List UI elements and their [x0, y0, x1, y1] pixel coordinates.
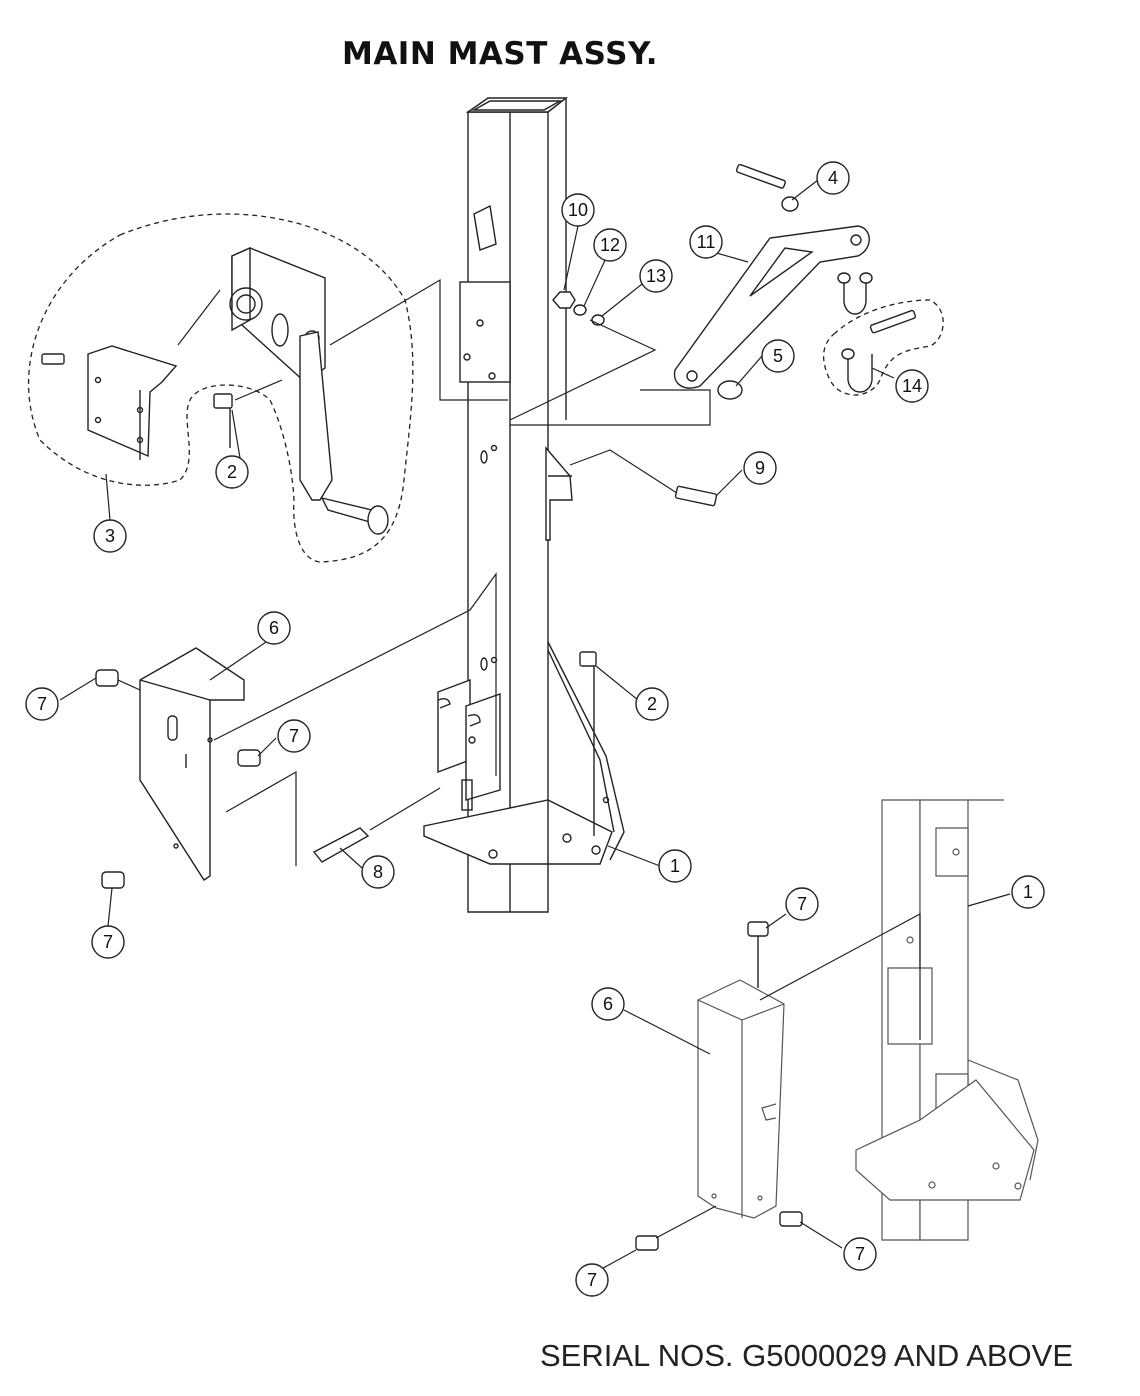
nut-washers	[552, 291, 605, 326]
callout-14: 14	[895, 369, 929, 403]
main-mast	[423, 97, 625, 913]
svg-text:8: 8	[373, 862, 383, 882]
guard-cover	[95, 572, 597, 889]
callout-4: 4	[816, 161, 850, 195]
link-arm	[509, 163, 944, 507]
svg-text:12: 12	[600, 235, 620, 255]
svg-text:7: 7	[37, 694, 47, 714]
callout-5: 5	[761, 339, 795, 373]
svg-text:7: 7	[797, 894, 807, 914]
callout-3: 3	[93, 519, 127, 553]
svg-text:7: 7	[289, 726, 299, 746]
winch-assembly	[28, 213, 508, 563]
diagram-title: MAIN MAST ASSY.	[341, 36, 659, 72]
svg-text:3: 3	[105, 526, 115, 546]
callout-2: 2	[635, 687, 669, 721]
callout-10: 10	[561, 193, 595, 227]
svg-text:6: 6	[269, 618, 279, 638]
callout-8: 8	[361, 855, 395, 889]
svg-text:5: 5	[773, 346, 783, 366]
callout-11: 11	[689, 225, 723, 259]
callout-7: 7	[91, 925, 125, 959]
svg-text:1: 1	[1023, 882, 1033, 902]
svg-text:7: 7	[855, 1244, 865, 1264]
callout-2: 2	[215, 455, 249, 489]
svg-text:7: 7	[587, 1270, 597, 1290]
callout-12: 12	[593, 228, 627, 262]
callout-6: 6	[257, 611, 291, 645]
svg-text:9: 9	[755, 458, 765, 478]
svg-text:14: 14	[902, 376, 922, 396]
callout-1: 1	[1011, 875, 1045, 909]
svg-text:13: 13	[646, 266, 666, 286]
svg-text:1: 1	[670, 856, 680, 876]
svg-text:6: 6	[603, 994, 613, 1014]
callout-7: 7	[277, 719, 311, 753]
svg-text:10: 10	[568, 200, 588, 220]
leader-lines	[59, 179, 1011, 1273]
serial-number-note: SERIAL NOS. G5000029 AND ABOVE	[540, 1338, 1074, 1373]
svg-text:7: 7	[103, 932, 113, 952]
callout-7: 7	[25, 687, 59, 721]
svg-text:4: 4	[828, 168, 838, 188]
callout-7: 7	[785, 887, 819, 921]
callout-6: 6	[591, 987, 625, 1021]
callout-7: 7	[575, 1263, 609, 1297]
svg-text:2: 2	[227, 462, 237, 482]
callout-1: 1	[658, 849, 692, 883]
svg-text:2: 2	[647, 694, 657, 714]
inset-view	[635, 799, 1039, 1251]
callout-13: 13	[639, 259, 673, 293]
callout-7: 7	[843, 1237, 877, 1271]
callout-9: 9	[743, 451, 777, 485]
svg-text:11: 11	[697, 232, 716, 252]
